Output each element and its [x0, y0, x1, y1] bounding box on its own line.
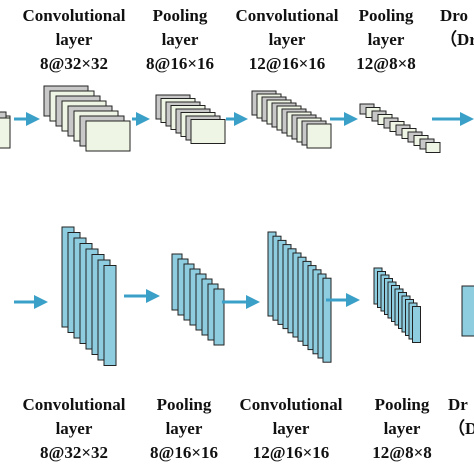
label-dims: 8@16×16 — [146, 54, 214, 73]
label-sub: （Dr — [448, 419, 474, 438]
label-sub: layer — [165, 419, 203, 438]
bottom-label-conv1: Convolutional layer 8@32×32 — [4, 393, 144, 465]
arrow-top-3 — [226, 112, 248, 126]
label-title: Convolutional — [239, 395, 343, 414]
label-title: Dro — [440, 6, 469, 25]
arrow-top-4 — [330, 112, 358, 126]
label-title: Convolutional — [235, 6, 339, 25]
arrow-top-5 — [432, 112, 474, 126]
bottom-label-conv2: Convolutional layer 12@16×16 — [226, 393, 356, 465]
label-sub: （Dr — [440, 30, 474, 49]
top-label-conv1: Convolutional layer 8@32×32 — [4, 4, 144, 76]
top-conv1-sheet — [85, 120, 131, 152]
bottom-pool1-sheet — [213, 288, 225, 346]
label-dims: 8@32×32 — [40, 54, 108, 73]
label-sub: layer — [55, 30, 93, 49]
label-dims: 12@8×8 — [372, 443, 432, 462]
top-pool2-sheet — [425, 142, 441, 153]
label-title: Convolutional — [22, 6, 126, 25]
bottom-label-pool2: Pooling layer 12@8×8 — [362, 393, 442, 465]
top-conv2-sheet — [306, 123, 332, 149]
arrow-top-1 — [14, 112, 40, 126]
label-sub: layer — [272, 419, 310, 438]
label-sub: layer — [55, 419, 93, 438]
top-label-pool1: Pooling layer 8@16×16 — [140, 4, 220, 76]
arrow-bottom-3 — [222, 295, 260, 309]
label-title: Pooling — [152, 6, 208, 25]
bottom-conv2-sheet — [322, 277, 332, 363]
bottom-conv1-sheet — [103, 265, 117, 366]
label-sub: layer — [268, 30, 306, 49]
bottom-label-drop: Dr （Dr — [448, 393, 474, 441]
label-dims: 12@16×16 — [252, 443, 330, 462]
label-sub: layer — [161, 30, 199, 49]
bottom-pool2-sheet — [412, 306, 421, 343]
label-title: Pooling — [374, 395, 430, 414]
label-sub: layer — [367, 30, 405, 49]
label-sub: layer — [383, 419, 421, 438]
label-title: Pooling — [358, 6, 414, 25]
input-map — [0, 117, 11, 149]
arrow-bottom-1 — [14, 295, 48, 309]
label-dims: 12@8×8 — [356, 54, 416, 73]
label-dims: 12@16×16 — [248, 54, 326, 73]
top-label-conv2: Convolutional layer 12@16×16 — [222, 4, 352, 76]
bottom-label-pool1: Pooling layer 8@16×16 — [144, 393, 224, 465]
arrow-bottom-4 — [326, 293, 360, 307]
arrow-top-2 — [132, 112, 150, 126]
top-pool1-sheet — [190, 119, 226, 144]
top-label-drop: Dro （Dr — [440, 4, 474, 52]
label-title: Convolutional — [22, 395, 126, 414]
label-dims: 8@32×32 — [40, 443, 108, 462]
arrow-bottom-2 — [124, 289, 160, 303]
label-title: Pooling — [156, 395, 212, 414]
top-label-pool2: Pooling layer 12@8×8 — [346, 4, 426, 76]
bottom-dense-partial — [461, 285, 474, 337]
label-title: Dr — [448, 395, 468, 414]
label-dims: 8@16×16 — [150, 443, 218, 462]
